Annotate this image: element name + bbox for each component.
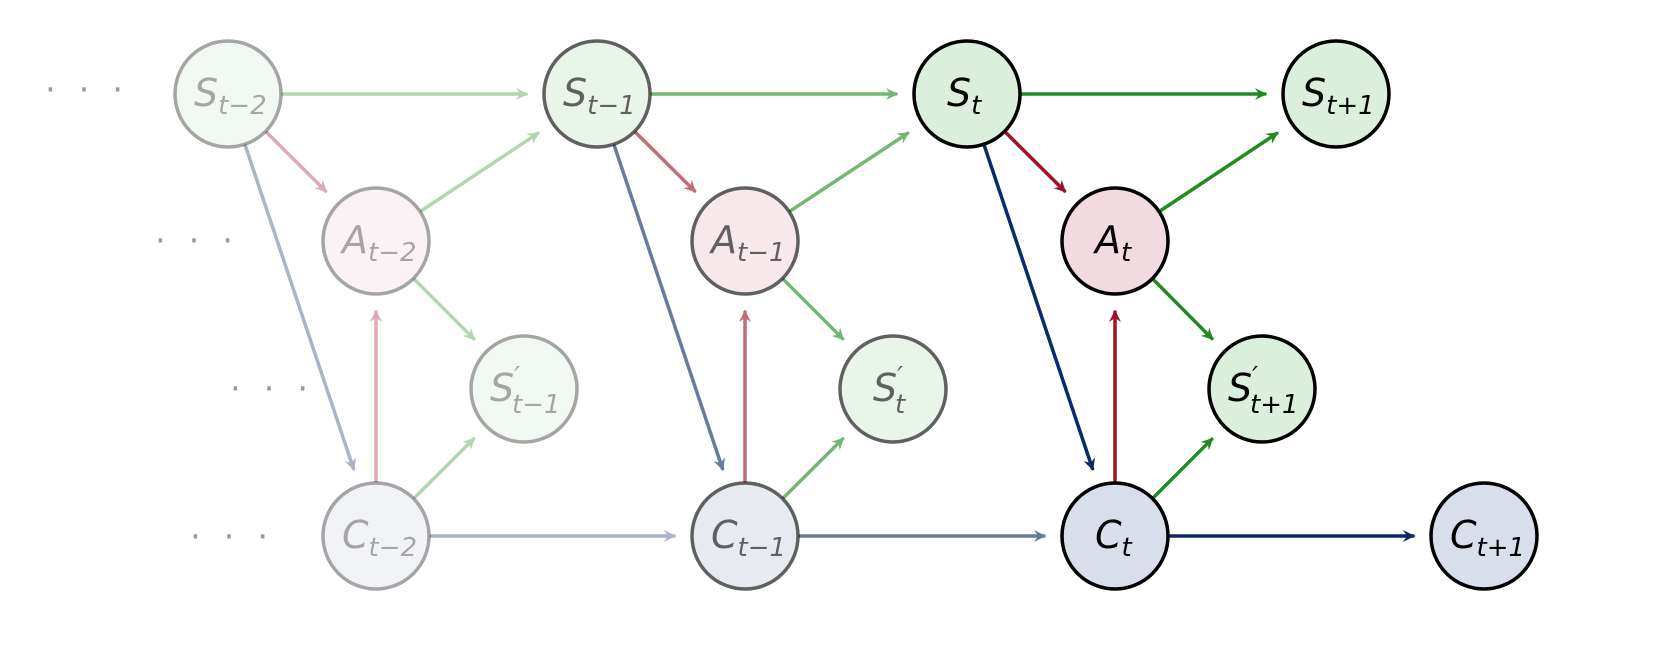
- node-label: S′t+1: [1228, 362, 1299, 420]
- ellipses-layer: · · · · · · · · · · · ·: [45, 70, 314, 557]
- node-circle: [1281, 39, 1391, 149]
- node-circle: [912, 39, 1022, 149]
- node-Sp_t-1: S′t−1: [469, 334, 579, 444]
- node-circle: [1060, 186, 1170, 296]
- node-C_t-1: Ct−1: [690, 481, 800, 591]
- node-label: St+1: [1302, 71, 1375, 121]
- node-label: S′t: [873, 362, 906, 420]
- node-circle: [321, 186, 431, 296]
- node-label: Ct+1: [1450, 513, 1525, 563]
- node-circle: [1429, 481, 1539, 591]
- node-circle: [1060, 481, 1170, 591]
- nodes-layer: St−2At−2S′t−1Ct−2 St−1At−1S′tCt−1 StAtS′t+…: [173, 39, 1539, 591]
- edge-A_t-2-to-S_t-1: [420, 131, 540, 213]
- edge-A_t-1-to-Sp_t: [782, 278, 845, 341]
- ellipsis-row-context: · · ·: [190, 517, 274, 557]
- ellipsis-row-prime: · · ·: [230, 369, 314, 409]
- edges-layer: [243, 88, 1415, 542]
- node-circle: [321, 481, 431, 591]
- edge-S_t-1-to-C_t-1: [612, 144, 726, 471]
- node-C_t: Ct: [1060, 481, 1170, 591]
- edge-S_t-to-C_t: [982, 144, 1096, 471]
- node-label: Ct−1: [711, 513, 786, 563]
- edge-A_t-to-Sp_t+1: [1152, 278, 1214, 341]
- node-A_t-2: At−2: [321, 186, 431, 296]
- node-circle: [690, 186, 800, 296]
- edge-C_t-2-to-Sp_t-1: [413, 437, 476, 499]
- node-A_t-1: At−1: [690, 186, 800, 296]
- edge-S_t-1-to-A_t-1: [634, 131, 697, 193]
- node-circle: [173, 39, 283, 149]
- node-circle: [838, 334, 948, 444]
- node-label: St: [947, 71, 982, 121]
- node-label: At−2: [339, 218, 417, 268]
- node-label: At−1: [708, 218, 786, 268]
- edge-A_t-1-to-S_t: [789, 131, 910, 213]
- node-Sp_t+1: S′t+1: [1207, 334, 1317, 444]
- node-S_t-1: St−1: [542, 39, 652, 149]
- node-circle: [690, 481, 800, 591]
- edge-S_t-2-to-A_t-2: [265, 131, 328, 193]
- node-C_t+1: Ct+1: [1429, 481, 1539, 591]
- edge-A_t-2-to-Sp_t-1: [413, 278, 476, 341]
- node-C_t-2: Ct−2: [321, 481, 431, 591]
- node-label: St−1: [563, 71, 636, 121]
- node-circle: [542, 39, 652, 149]
- node-label: At: [1092, 218, 1132, 268]
- node-S_t+1: St+1: [1281, 39, 1391, 149]
- edge-A_t-to-S_t+1: [1159, 131, 1279, 213]
- node-circle: [469, 334, 579, 444]
- node-label: Ct−2: [342, 513, 417, 563]
- edge-S_t-2-to-C_t-2: [243, 144, 357, 471]
- node-A_t: At: [1060, 186, 1170, 296]
- edge-C_t-1-to-Sp_t: [782, 437, 845, 499]
- node-S_t-2: St−2: [173, 39, 283, 149]
- node-label: S′t−1: [490, 362, 561, 420]
- node-label: St−2: [194, 71, 267, 121]
- edge-C_t-to-Sp_t+1: [1152, 437, 1214, 499]
- node-circle: [1207, 334, 1317, 444]
- edge-S_t-to-A_t: [1004, 131, 1067, 193]
- ellipsis-row-action: · · ·: [155, 221, 239, 261]
- ellipsis-row-state: · · ·: [45, 70, 129, 110]
- node-Sp_t: S′t: [838, 334, 948, 444]
- node-S_t: St: [912, 39, 1022, 149]
- node-label: Ct: [1095, 513, 1133, 563]
